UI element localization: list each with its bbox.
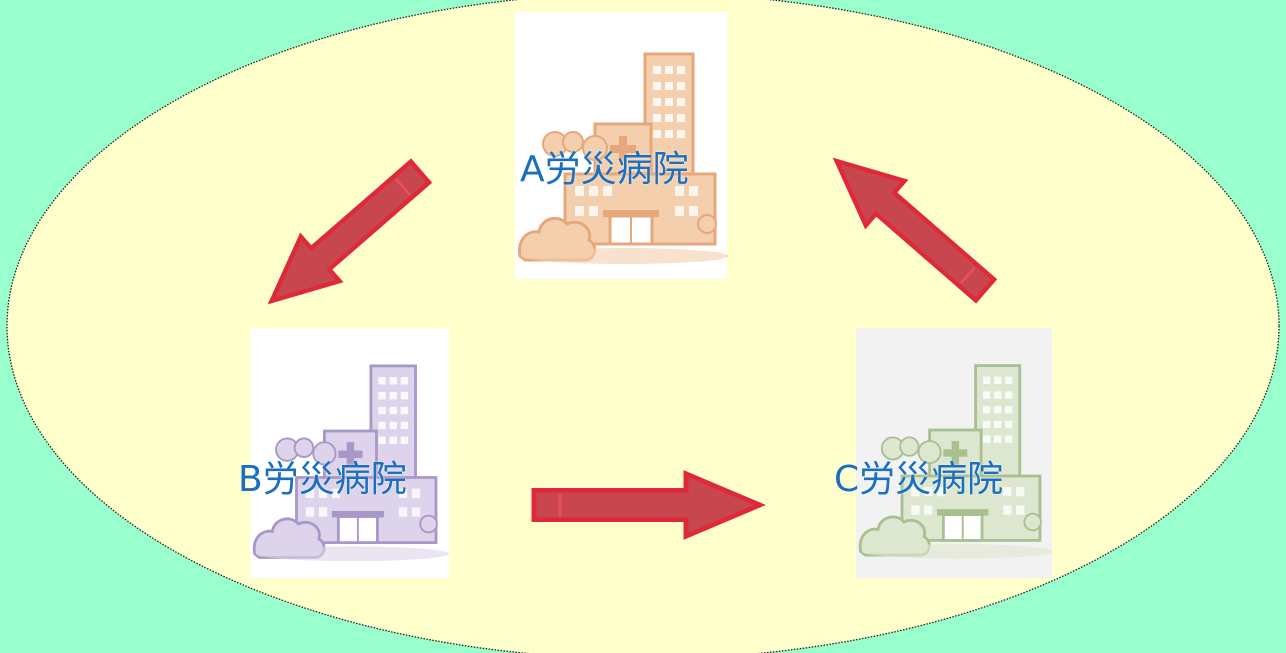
hospital-c-card	[856, 328, 1053, 578]
hospital-a-label: A労災病院	[520, 149, 689, 190]
hospital-b-card	[250, 328, 450, 578]
hospital-a-card	[515, 12, 729, 279]
hospital-c-label: C労災病院	[834, 459, 1004, 500]
hospital-b-label: B労災病院	[238, 459, 407, 500]
